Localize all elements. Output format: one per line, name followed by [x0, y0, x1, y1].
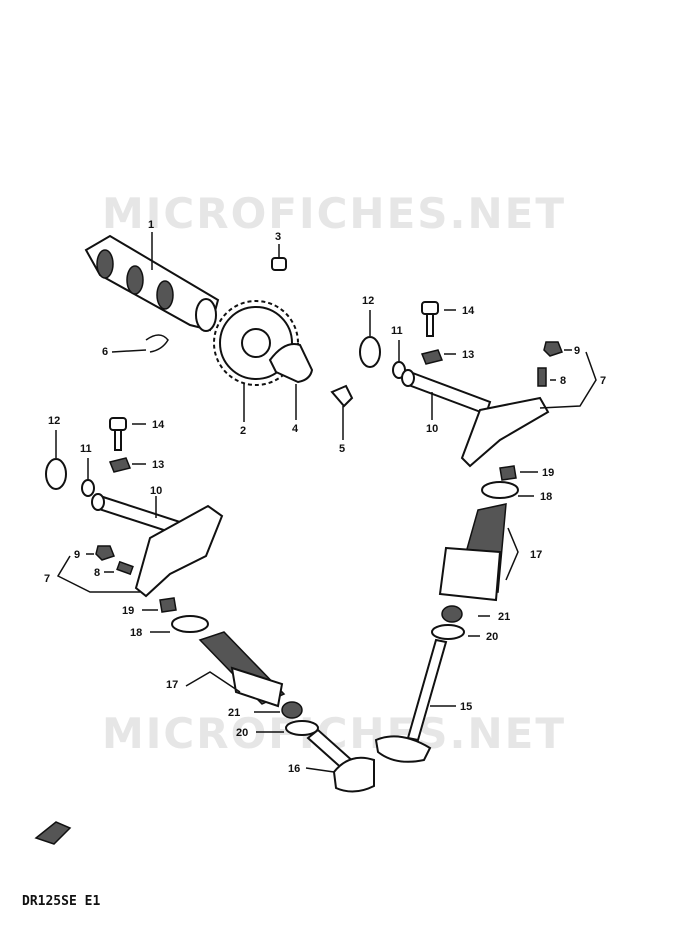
bolt-14-left[interactable] — [109, 417, 127, 451]
nut-9-right[interactable] — [543, 341, 563, 357]
seal-21-right[interactable] — [441, 605, 463, 623]
watermark-top: MICROFICHES.NET — [102, 189, 566, 238]
callout-10-right: 10 — [426, 423, 438, 435]
callout-7-left: 7 — [44, 573, 50, 585]
seat-20-left[interactable] — [285, 720, 319, 736]
rocker-shaft-10-right[interactable] — [401, 369, 492, 416]
callout-3: 3 — [275, 231, 281, 243]
callout-13-right: 13 — [462, 349, 474, 361]
callout-11-left: 11 — [80, 443, 92, 455]
callout-8-right: 8 — [560, 375, 566, 387]
bolt-14-right[interactable] — [421, 301, 439, 337]
seal-21-left[interactable] — [281, 701, 303, 719]
callout-11-right: 11 — [391, 325, 403, 337]
cam-pin[interactable] — [271, 257, 287, 271]
intake-valve-16[interactable] — [306, 728, 375, 793]
camshaft-plate[interactable] — [268, 343, 314, 384]
washer-13-left[interactable] — [108, 457, 132, 473]
callout-20-right: 20 — [486, 631, 498, 643]
seat-20-right[interactable] — [431, 624, 465, 640]
valve-spring-17-left[interactable] — [198, 631, 286, 708]
callout-13-left: 13 — [152, 459, 164, 471]
callout-2: 2 — [240, 425, 246, 437]
callout-21-left: 21 — [228, 707, 240, 719]
clip-6[interactable] — [145, 334, 169, 353]
o-ring-11-left[interactable] — [81, 479, 95, 497]
callout-18-left: 18 — [130, 627, 142, 639]
callout-7-right: 7 — [600, 375, 606, 387]
model-code: DR125SE E1 — [22, 894, 101, 909]
bolt-5[interactable] — [330, 384, 354, 408]
callout-19-left: 19 — [122, 605, 134, 617]
callout-8-left: 8 — [94, 567, 100, 579]
front-arrow-icon — [34, 821, 72, 845]
washer-12-left[interactable] — [45, 458, 67, 490]
washer-12-right[interactable] — [359, 336, 381, 368]
callout-17-right: 17 — [530, 549, 542, 561]
callout-21-right: 21 — [498, 611, 510, 623]
callout-18-right: 18 — [540, 491, 552, 503]
washer-13-right[interactable] — [420, 349, 444, 365]
callout-20-left: 20 — [236, 727, 248, 739]
callout-9-right: 9 — [574, 345, 580, 357]
cotter-19-right[interactable] — [499, 465, 517, 481]
adjust-screw-8-right[interactable] — [537, 367, 547, 387]
callout-16: 16 — [288, 763, 300, 775]
callout-9-left: 9 — [74, 549, 80, 561]
callout-12-left: 12 — [48, 415, 60, 427]
callout-15: 15 — [460, 701, 472, 713]
cotter-19-left[interactable] — [159, 597, 177, 613]
valve-spring-17-right[interactable] — [438, 503, 507, 602]
callout-12-right: 12 — [362, 295, 374, 307]
callout-17-left: 17 — [166, 679, 178, 691]
callout-4: 4 — [292, 423, 299, 435]
callout-6: 6 — [102, 346, 108, 358]
retainer-18-right[interactable] — [481, 481, 519, 499]
exhaust-valve-15[interactable] — [374, 638, 448, 763]
nut-9-left[interactable] — [95, 545, 115, 561]
rocker-arm-left[interactable] — [134, 504, 224, 598]
callout-14-right: 14 — [462, 305, 475, 317]
callout-10-left: 10 — [150, 485, 162, 497]
callout-19-right: 19 — [542, 467, 554, 479]
callout-5: 5 — [339, 443, 345, 455]
callout-1: 1 — [148, 219, 154, 231]
adjust-screw-8-left[interactable] — [116, 560, 134, 576]
retainer-18-left[interactable] — [171, 615, 209, 633]
camshaft[interactable] — [84, 234, 220, 332]
rocker-arm-right[interactable] — [460, 396, 550, 468]
callout-14-left: 14 — [152, 419, 165, 431]
